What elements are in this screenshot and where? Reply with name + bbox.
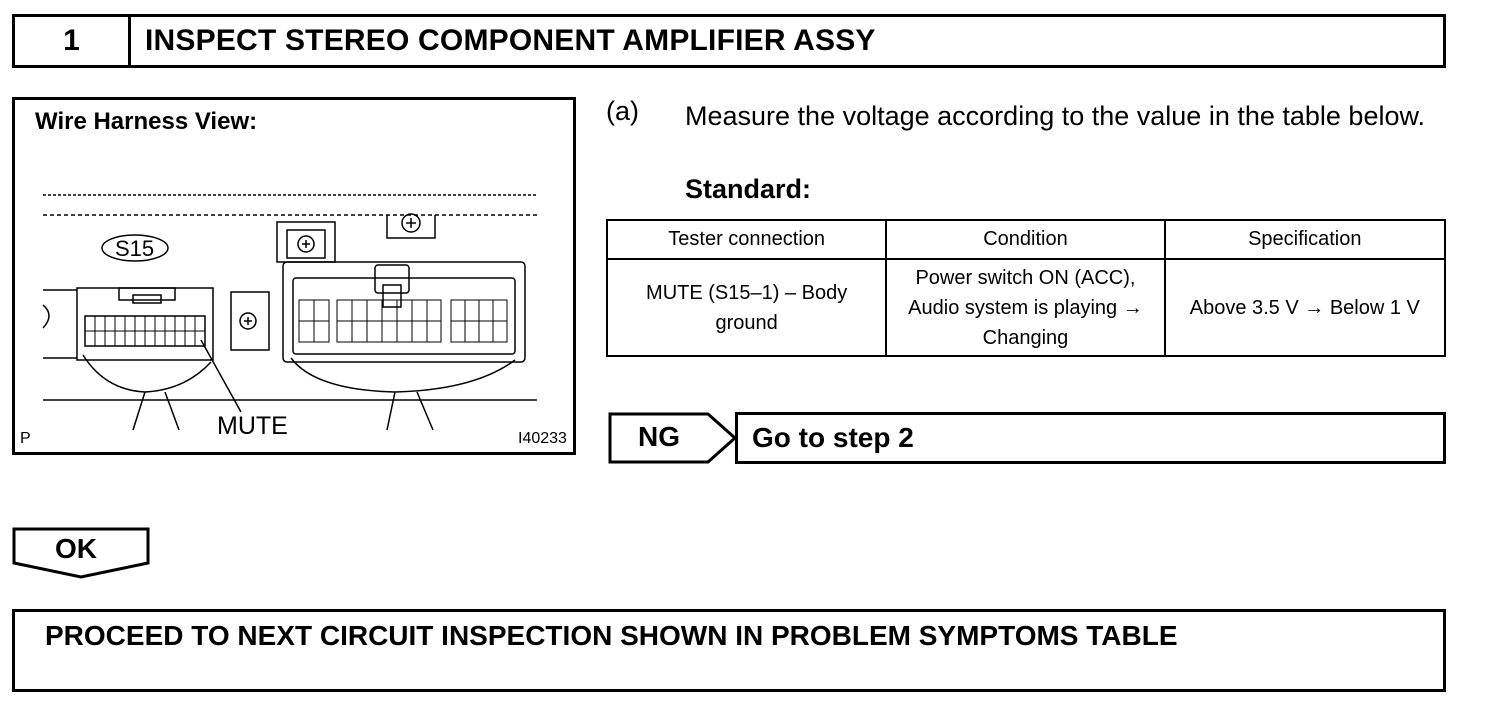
figure-code: I40233 [518,430,567,447]
cell-tester-connection: MUTE (S15–1) – Body ground [605,258,888,357]
figure-corner-letter: P [20,430,31,447]
mute-label: MUTE [217,412,288,440]
proceed-box: PROCEED TO NEXT CIRCUIT INSPECTION SHOWN… [12,609,1446,692]
ok-arrow-shape [12,527,150,579]
step-title: INSPECT STEREO COMPONENT AMPLIFIER ASSY [145,24,876,57]
connector-label: S15 [115,236,155,261]
step-header: 1 INSPECT STEREO COMPONENT AMPLIFIER ASS… [12,14,1446,68]
ok-label: OK [55,533,97,564]
cell-condition: Power switch ON (ACC), Audio system is p… [885,258,1166,357]
cell-specification: Above 3.5 V → Below 1 V [1163,258,1447,357]
figure-title: Wire Harness View: [35,108,258,135]
ok-arrow: OK [12,527,150,579]
ng-label: NG [638,421,680,452]
table-row: MUTE (S15–1) – Body ground Power switch … [605,258,1447,357]
connector-illustration [42,194,537,431]
specification-table: Tester connection Condition Specificatio… [605,219,1447,357]
ng-arrow: NG [608,412,738,464]
header-tester-connection: Tester connection [605,219,888,260]
instruction-letter: (a) [606,96,639,126]
instruction-text: Measure the voltage according to the val… [685,101,1425,131]
table-header-row: Tester connection Condition Specificatio… [605,219,1447,260]
header-specification: Specification [1163,219,1447,260]
go-to-step-box: Go to step 2 [735,412,1446,464]
header-condition: Condition [885,219,1166,260]
step-number: 1 [15,17,131,65]
wire-harness-figure: Wire Harness View: S15 MUTE P I40233 [12,97,576,455]
standard-label: Standard: [685,174,812,204]
ng-arrow-shape [608,412,738,464]
